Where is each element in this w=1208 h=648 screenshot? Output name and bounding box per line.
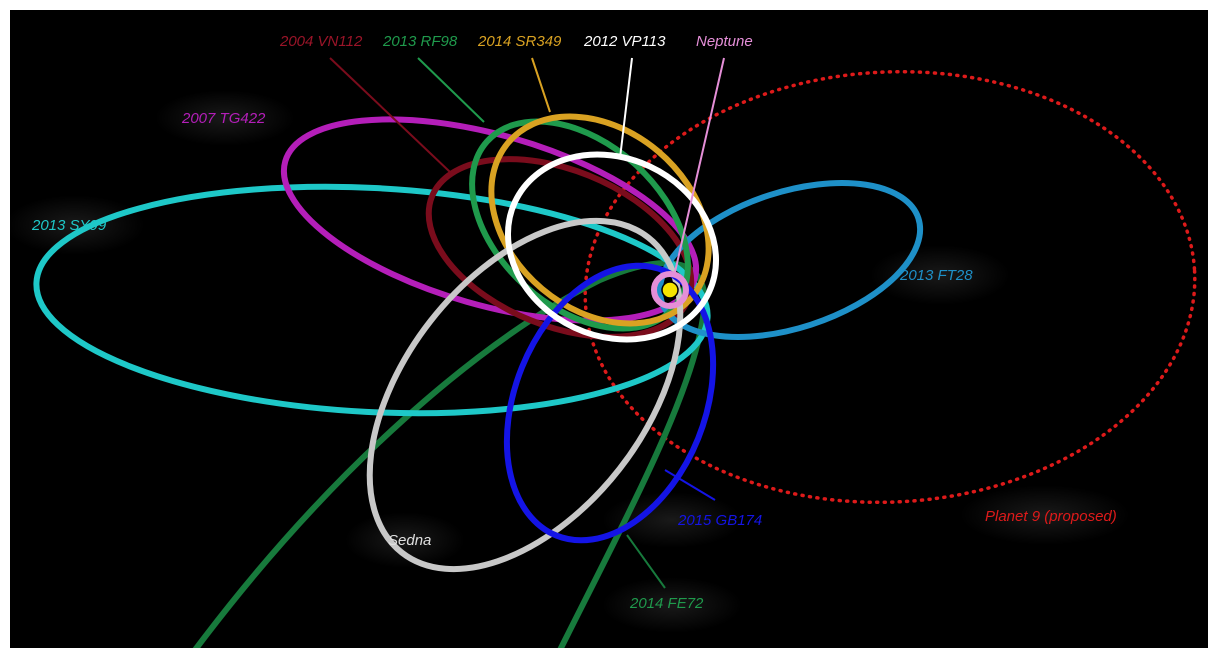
leader-2014-fe72 bbox=[626, 534, 666, 589]
label-2013-sy99: 2013 SY99 bbox=[31, 217, 107, 234]
orbit-sedna bbox=[366, 217, 684, 573]
label-glows bbox=[10, 90, 1130, 633]
label-planet9: Planet 9 (proposed) bbox=[985, 508, 1117, 525]
leader-2014-sr349 bbox=[531, 57, 551, 113]
leader-neptune bbox=[674, 57, 725, 273]
sun-marker bbox=[661, 281, 679, 299]
leader-lines bbox=[329, 57, 725, 589]
neptune-orbit-ring bbox=[651, 271, 689, 309]
label-2012-vp113: 2012 VP113 bbox=[583, 33, 666, 50]
label-2015-gb174: 2015 GB174 bbox=[677, 512, 762, 529]
label-sedna: Sedna bbox=[388, 532, 431, 549]
label-2007-tg422: 2007 TG422 bbox=[181, 110, 266, 127]
label-2013-rf98: 2013 RF98 bbox=[382, 33, 458, 50]
orbit-2014-fe72 bbox=[192, 260, 708, 648]
orbit-2012-vp113 bbox=[504, 151, 720, 343]
label-2014-sr349: 2014 SR349 bbox=[477, 33, 562, 50]
label-neptune: Neptune bbox=[696, 33, 753, 50]
leader-2015-gb174 bbox=[664, 469, 716, 501]
label-2014-fe72: 2014 FE72 bbox=[629, 595, 704, 612]
leader-2012-vp113 bbox=[619, 57, 633, 159]
orbit-planet9 bbox=[583, 69, 1197, 505]
orbit-2015-gb174 bbox=[503, 262, 717, 544]
leader-2013-rf98 bbox=[417, 57, 485, 123]
diagram-frame: 2013 SY99 2007 TG422 2004 VN112 2013 RF9… bbox=[10, 10, 1208, 648]
label-2013-ft28: 2013 FT28 bbox=[899, 267, 973, 284]
leader-2004-vn112 bbox=[329, 57, 451, 173]
orbits-diagram: 2013 SY99 2007 TG422 2004 VN112 2013 RF9… bbox=[10, 33, 1197, 648]
orbit-2007-tg422 bbox=[280, 116, 700, 324]
label-2004-vn112: 2004 VN112 bbox=[279, 33, 363, 50]
